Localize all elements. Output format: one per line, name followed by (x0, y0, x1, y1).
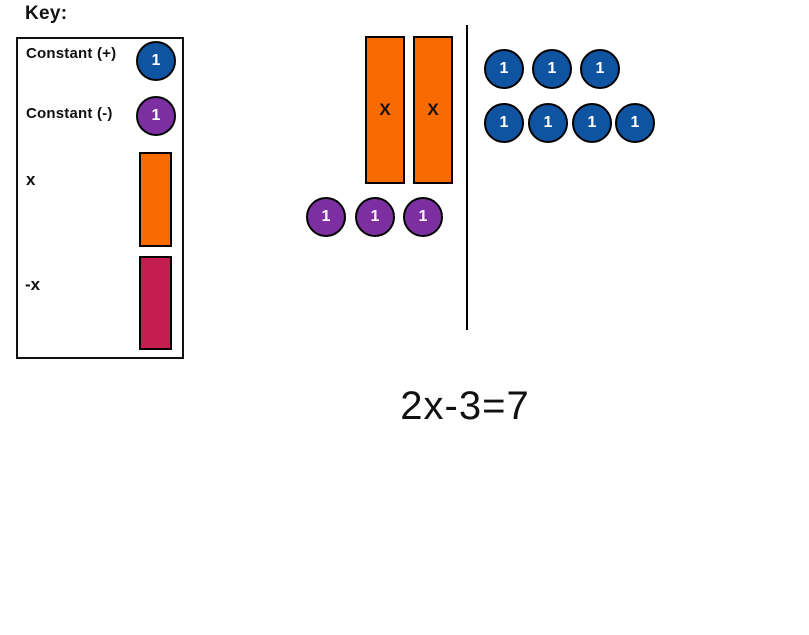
key-positive-unit-value: 1 (151, 52, 161, 69)
key-label-constant-positive: Constant (+) (26, 45, 117, 62)
x-tile-label: X (379, 100, 391, 119)
equals-divider-line (466, 25, 468, 330)
positive-unit-tile[interactable]: 1 (484, 49, 524, 89)
negative-unit-value: 1 (418, 208, 428, 225)
key-positive-unit-tile: 1 (136, 41, 176, 81)
positive-unit-value: 1 (499, 60, 509, 77)
positive-unit-value: 1 (543, 114, 553, 131)
positive-unit-tile[interactable]: 1 (580, 49, 620, 89)
positive-unit-value: 1 (630, 114, 640, 131)
positive-unit-tile[interactable]: 1 (572, 103, 612, 143)
key-negative-unit-value: 1 (151, 107, 161, 124)
key-negative-x-tile (139, 256, 172, 350)
positive-unit-tile[interactable]: 1 (532, 49, 572, 89)
key-legend-box (16, 37, 184, 359)
key-positive-x-tile (139, 152, 172, 247)
key-label-negative-x: -x (25, 275, 41, 294)
key-label-x: x (26, 170, 36, 189)
negative-unit-value: 1 (321, 208, 331, 225)
key-label-constant-negative: Constant (-) (26, 105, 113, 122)
positive-unit-tile[interactable]: 1 (615, 103, 655, 143)
negative-unit-tile[interactable]: 1 (306, 197, 346, 237)
key-negative-unit-tile: 1 (136, 96, 176, 136)
negative-unit-tile[interactable]: 1 (403, 197, 443, 237)
negative-unit-value: 1 (370, 208, 380, 225)
x-tile-label: X (427, 100, 439, 119)
positive-unit-tile[interactable]: 1 (484, 103, 524, 143)
positive-unit-value: 1 (547, 60, 557, 77)
x-tile[interactable]: X (365, 36, 405, 184)
positive-unit-value: 1 (587, 114, 597, 131)
equation-text: 2x-3=7 (400, 384, 530, 428)
positive-unit-tile[interactable]: 1 (528, 103, 568, 143)
positive-unit-value: 1 (499, 114, 509, 131)
negative-unit-tile[interactable]: 1 (355, 197, 395, 237)
positive-unit-value: 1 (595, 60, 605, 77)
x-tile[interactable]: X (413, 36, 453, 184)
key-title: Key: (25, 3, 68, 24)
